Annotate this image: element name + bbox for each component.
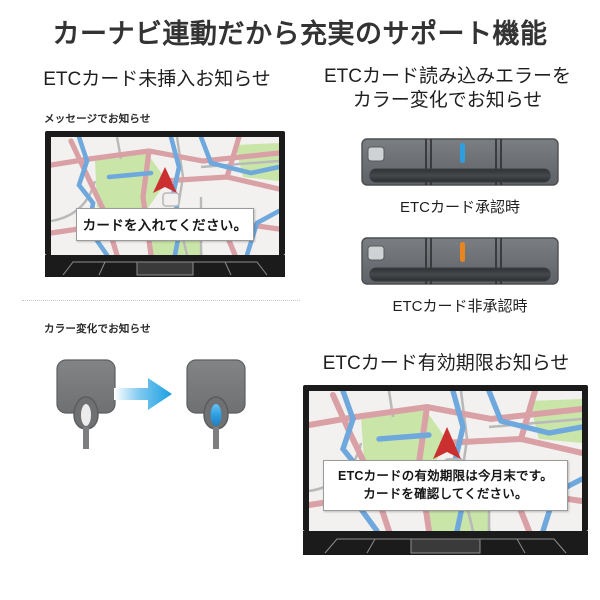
transition-arrow [112, 372, 174, 416]
caption-message-notify: メッセージでお知らせ [44, 113, 151, 125]
nav-map-screen: ETCカードの有効期限は今月末です。 カードを確認してください。 [309, 391, 582, 531]
caption-unit-rejected: ETCカード非承認時 [392, 298, 528, 315]
status-led [460, 242, 465, 262]
etc-onboard-unit-approved [360, 136, 560, 190]
nav-bezel: カードを入れてください。 [45, 131, 285, 255]
antenna-graphic [56, 359, 116, 449]
etc-unit-graphic [361, 138, 559, 186]
etc-antenna-led-blue [178, 357, 256, 449]
current-position-marker [433, 427, 461, 459]
car-navigation-display-expiry: ETCカードの有効期限は今月末です。 カードを確認してください。 [303, 385, 588, 555]
etc-antenna-led-off [48, 357, 126, 449]
section-divider [22, 300, 300, 301]
current-position-marker [153, 167, 177, 193]
caption-color-change-notify: カラー変化でお知らせ [44, 323, 151, 335]
antenna-led [210, 404, 222, 426]
section-heading-read-error: ETCカード読み込みエラーを カラー変化でお知らせ [305, 65, 590, 114]
heading-line-1: ETCカード読み込みエラーを [323, 66, 571, 87]
antenna-graphic [186, 359, 246, 449]
nav-bezel: ETCカードの有効期限は今月末です。 カードを確認してください。 [303, 385, 588, 531]
nav-map-screen: カードを入れてください。 [51, 137, 279, 255]
right-arrow-icon [114, 378, 172, 410]
etc-unit-graphic [361, 237, 559, 285]
caption-unit-approved: ETCカード承認時 [399, 199, 520, 216]
nav-message-insert-card: カードを入れてください。 [76, 208, 254, 241]
section-heading-expiry: ETCカード有効期限お知らせ [322, 353, 570, 374]
page-title: カーナビ連動だから充実のサポート機能 [52, 19, 548, 49]
status-led [460, 143, 465, 163]
nav-message-expiry: ETCカードの有効期限は今月末です。 カードを確認してください。 [322, 459, 569, 511]
nav-stand [303, 531, 588, 555]
message-line-1: ETCカードの有効期限は今月末です。 [338, 468, 553, 483]
nav-stand [45, 255, 285, 277]
heading-line-2: カラー変化でお知らせ [352, 90, 543, 112]
message-line-2: カードを確認してください。 [363, 486, 528, 501]
antenna-led [81, 404, 91, 426]
etc-onboard-unit-rejected [360, 235, 560, 289]
car-navigation-display-insert: カードを入れてください。 [45, 131, 285, 277]
section-heading-card-not-inserted: ETCカード未挿入お知らせ [43, 69, 271, 90]
